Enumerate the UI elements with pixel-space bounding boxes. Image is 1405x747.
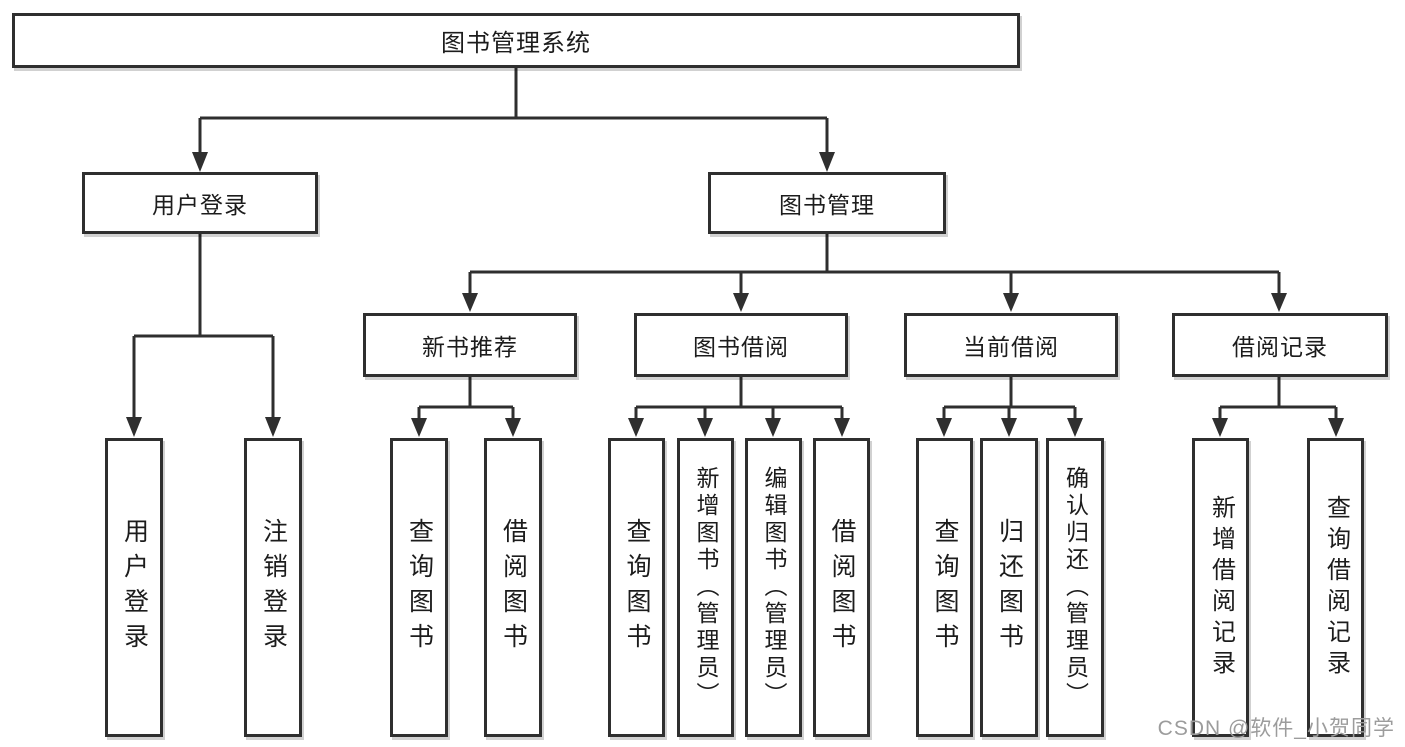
leaf-confirm-return-admin: 确认归还（管理员）: [1046, 438, 1104, 737]
node-current-borrow: 当前借阅: [904, 313, 1118, 377]
node-book-borrow: 图书借阅: [634, 313, 848, 377]
node-user-login: 用户登录: [82, 172, 318, 234]
node-current-borrow-label: 当前借阅: [963, 334, 1059, 360]
leaf-newbook-borrow: 借阅图书: [484, 438, 542, 737]
leaf-record-add-label: 新增借阅记录: [1207, 494, 1235, 681]
leaf-return-book-label: 归还图书: [995, 517, 1024, 658]
leaf-current-query: 查询图书: [916, 438, 973, 737]
leaf-newbook-borrow-label: 借阅图书: [499, 517, 528, 658]
leaf-borrow-book: 借阅图书: [813, 438, 870, 737]
node-borrow-record-label: 借阅记录: [1232, 334, 1328, 360]
leaf-logout-label: 注销登录: [259, 517, 288, 658]
leaf-user-login-label: 用户登录: [120, 517, 149, 658]
node-new-book: 新书推荐: [363, 313, 577, 377]
leaf-borrow-query-label: 查询图书: [623, 517, 651, 658]
node-user-login-label: 用户登录: [152, 192, 248, 218]
node-book-mgmt-label: 图书管理: [779, 192, 875, 218]
watermark: CSDN @软件_小贺同学: [1157, 717, 1395, 740]
leaf-record-query-label: 查询借阅记录: [1322, 494, 1350, 681]
leaf-newbook-query-label: 查询图书: [405, 517, 434, 658]
leaf-borrow-edit-admin: 编辑图书（管理员）: [745, 438, 802, 737]
node-root: 图书管理系统: [12, 13, 1020, 68]
leaf-borrow-edit-admin-label: 编辑图书（管理员）: [761, 466, 787, 709]
leaf-newbook-query: 查询图书: [390, 438, 448, 737]
leaf-user-login: 用户登录: [105, 438, 163, 737]
node-book-mgmt: 图书管理: [708, 172, 946, 234]
node-new-book-label: 新书推荐: [422, 334, 518, 360]
leaf-borrow-add-admin-label: 新增图书（管理员）: [693, 466, 719, 709]
node-root-label: 图书管理系统: [441, 30, 591, 57]
leaf-borrow-add-admin: 新增图书（管理员）: [677, 438, 734, 737]
node-book-borrow-label: 图书借阅: [693, 334, 789, 360]
leaf-confirm-return-admin-label: 确认归还（管理员）: [1062, 466, 1089, 709]
leaf-borrow-book-label: 借阅图书: [828, 517, 856, 658]
leaf-return-book: 归还图书: [980, 438, 1038, 737]
leaf-borrow-query: 查询图书: [608, 438, 665, 737]
leaf-record-query: 查询借阅记录: [1307, 438, 1364, 737]
node-borrow-record: 借阅记录: [1172, 313, 1388, 377]
leaf-logout: 注销登录: [244, 438, 302, 737]
leaf-current-query-label: 查询图书: [931, 517, 959, 658]
leaf-record-add: 新增借阅记录: [1192, 438, 1249, 737]
